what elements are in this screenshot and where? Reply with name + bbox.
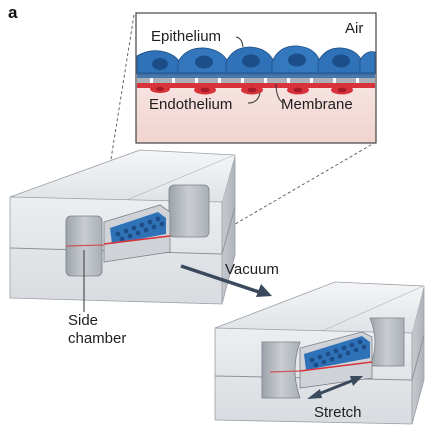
chip-cells-relaxed [65,212,171,247]
label-membrane: Membrane [281,96,353,113]
label-side-chamber-line1: Side [68,312,99,329]
label-endothelium: Endothelium [149,96,233,113]
membrane-layer [137,78,375,83]
vacuum-arrow-icon [180,264,272,297]
membrane-pores [150,78,359,83]
chip-cells-stretched [269,336,373,373]
inset-panel [135,12,377,144]
panel-label: a [8,3,18,22]
label-stretch: Stretch [314,404,362,421]
label-vacuum: Vacuum [225,261,279,278]
label-epithelium: Epithelium [151,28,222,45]
epithelium-cells [136,45,376,78]
chip-device-relaxed [9,149,236,305]
label-air: Air [345,20,364,37]
projection-lines [99,14,377,235]
endothelium-cells [137,83,375,95]
chip-device-stretched [214,281,425,425]
label-side-chamber-line2: chamber [68,330,127,347]
inset-leader-lines [235,36,284,104]
stretch-double-arrow-icon [307,376,363,399]
